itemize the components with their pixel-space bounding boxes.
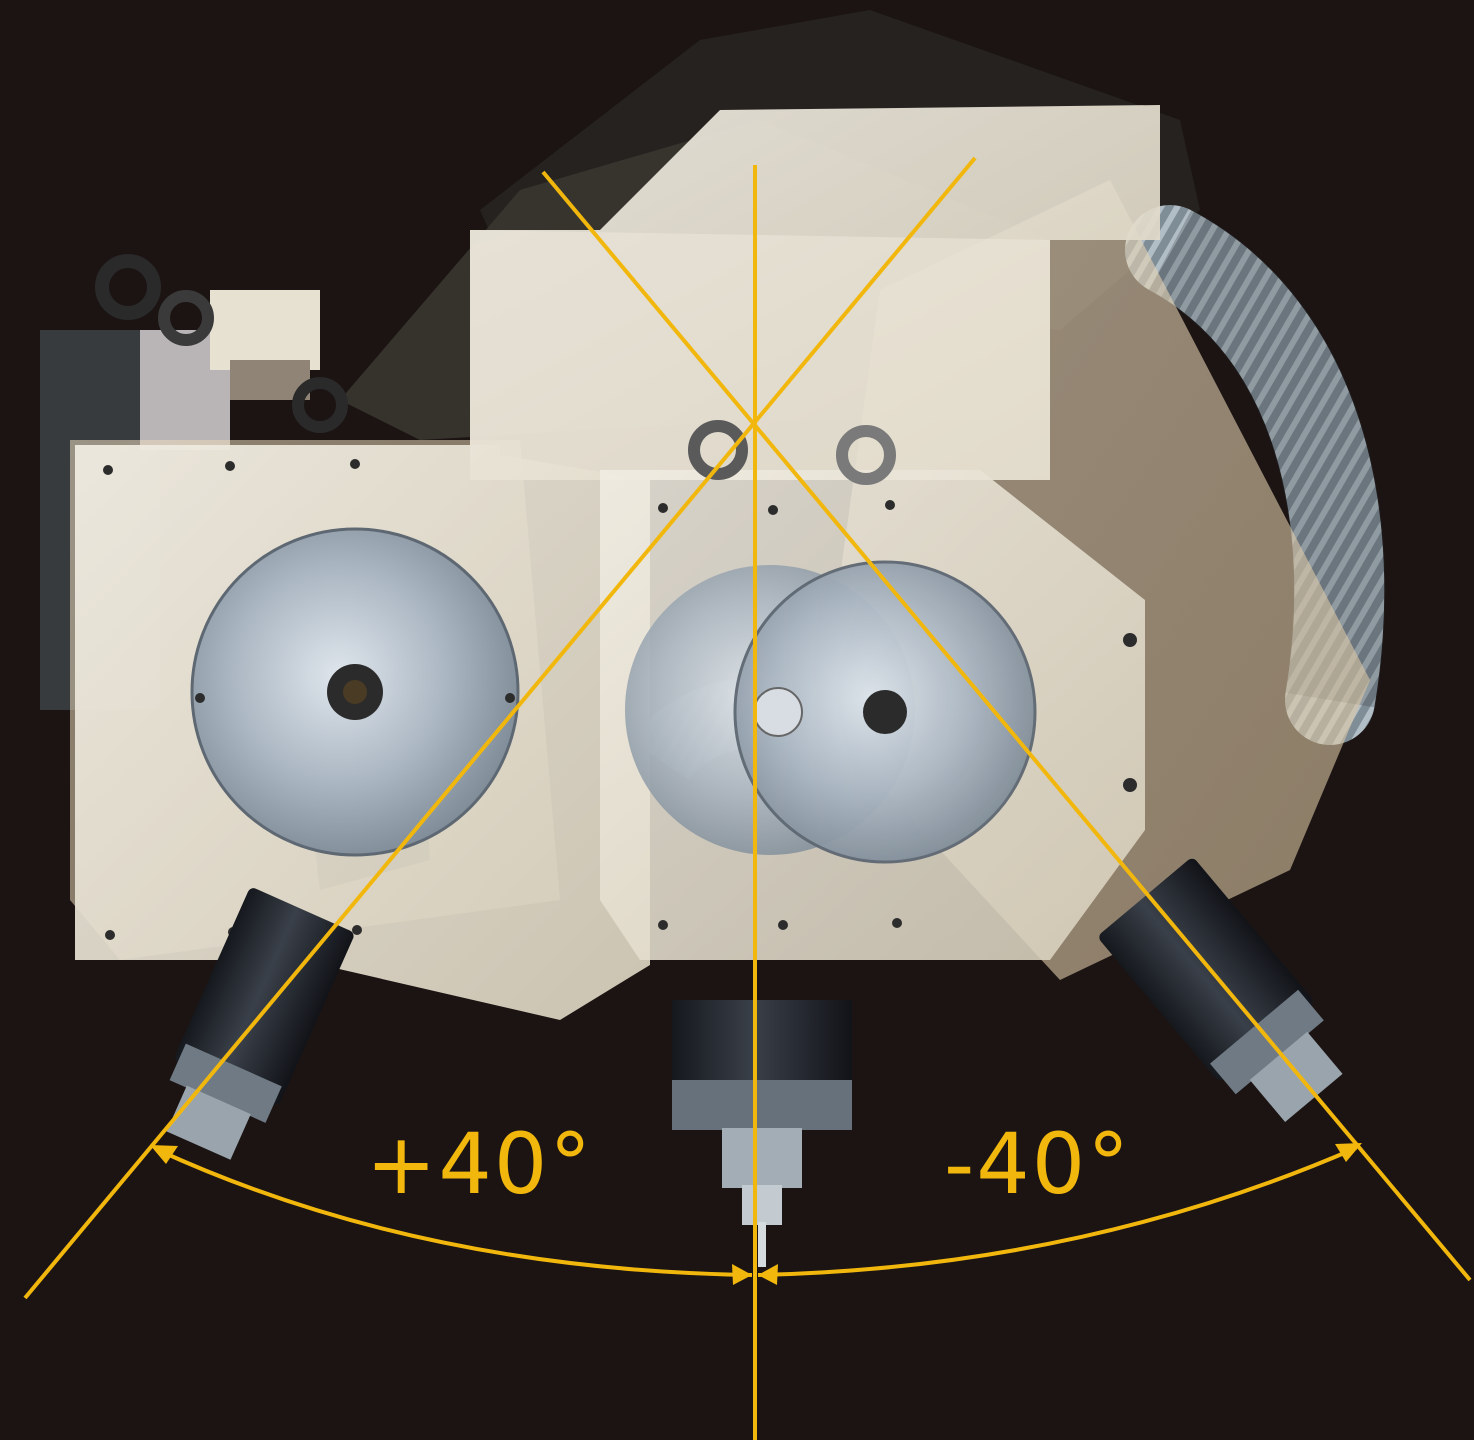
- plus-40-axis-line: [23, 156, 977, 1300]
- arrowhead-right-end: [1335, 1143, 1362, 1162]
- minus-angle-label: -40°: [944, 1115, 1132, 1213]
- eyebolts: [95, 254, 896, 485]
- spindle-center: [672, 1000, 852, 1267]
- front-housing: [600, 470, 1145, 960]
- housing-bolts: [103, 459, 1137, 940]
- arrowhead-center-right: [758, 1264, 778, 1285]
- plus-angle-label: +40°: [366, 1115, 594, 1213]
- angle-arcs: [157, 1146, 1357, 1277]
- arrowhead-left-end: [150, 1145, 178, 1164]
- spindle-right: [1099, 858, 1343, 1123]
- arc-arrowheads: [150, 1143, 1362, 1285]
- minus-40-arc: [757, 1146, 1357, 1277]
- left-housing: [75, 445, 650, 1020]
- center-housing: [470, 105, 1160, 480]
- minus-40-axis-line: [541, 170, 1472, 1282]
- plus-40-arc: [157, 1148, 753, 1277]
- tilt-axis-lines: [23, 156, 1472, 1440]
- arrowhead-center-left: [732, 1264, 752, 1285]
